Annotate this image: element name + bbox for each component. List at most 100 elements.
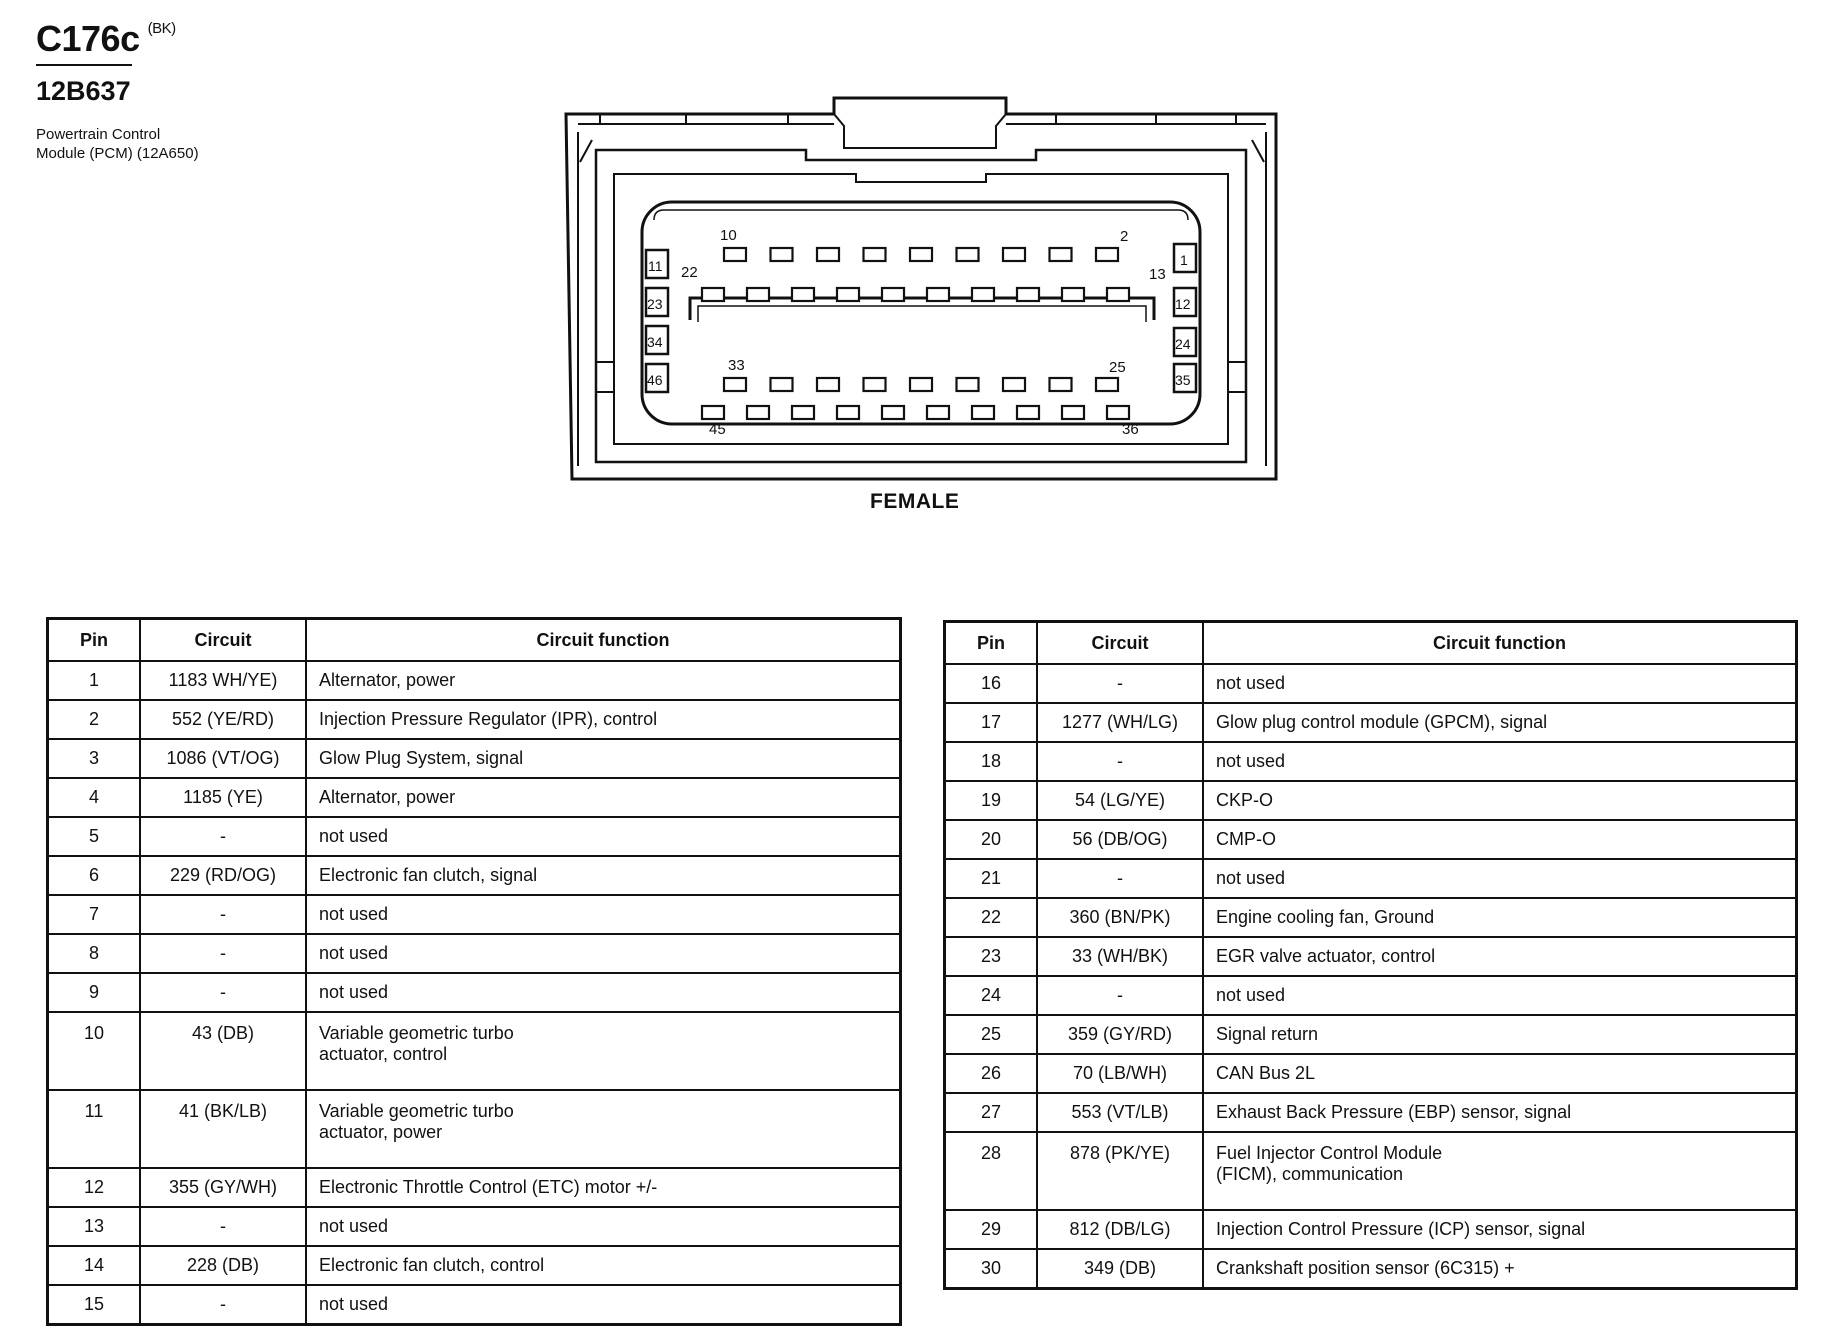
pin-socket-row2-4 bbox=[835, 286, 861, 303]
pin-cell: 16 bbox=[943, 663, 1038, 704]
pin-label-24: 24 bbox=[1175, 336, 1191, 352]
pin-cell: 12 bbox=[46, 1167, 141, 1208]
header-circuit-function: Circuit function bbox=[1202, 620, 1798, 665]
pin-cell: 18 bbox=[943, 741, 1038, 782]
pin-socket-row2-10 bbox=[1105, 286, 1131, 303]
pin-cell: 10 bbox=[46, 1011, 141, 1091]
pin-cell: 21 bbox=[943, 858, 1038, 899]
connector-header: C176c(BK) 12B637 Powertrain Control Modu… bbox=[36, 18, 199, 163]
pin-cell: 26 bbox=[943, 1053, 1038, 1094]
circuit-cell: 355 (GY/WH) bbox=[139, 1167, 307, 1208]
table-row: 15-not used bbox=[46, 1284, 902, 1326]
pin-socket-row4-10 bbox=[1105, 404, 1131, 421]
pin-socket-row3-4 bbox=[862, 376, 887, 393]
pin-label-11: 11 bbox=[648, 258, 663, 274]
table-row: 8-not used bbox=[46, 933, 902, 974]
header-divider bbox=[36, 64, 132, 66]
pin-cell: 29 bbox=[943, 1209, 1038, 1250]
pin-socket-row1-3 bbox=[815, 246, 841, 263]
pin-socket-row2-2 bbox=[745, 286, 771, 303]
function-line-2: (FICM), communication bbox=[1216, 1164, 1404, 1184]
pin-cell: 24 bbox=[943, 975, 1038, 1016]
circuit-function-cell: Crankshaft position sensor (6C315) + bbox=[1202, 1248, 1798, 1290]
pin-label-45: 45 bbox=[709, 421, 726, 438]
circuit-function-cell: Alternator, power bbox=[305, 777, 902, 818]
circuit-cell: 56 (DB/OG) bbox=[1036, 819, 1204, 860]
circuit-function-cell: Electronic fan clutch, control bbox=[305, 1245, 902, 1286]
pin-cavity bbox=[640, 200, 1202, 426]
circuit-cell: 349 (DB) bbox=[1036, 1248, 1204, 1290]
cavity-12 bbox=[1172, 286, 1198, 318]
part-number: 12B637 bbox=[36, 76, 131, 106]
circuit-function-cell: not used bbox=[305, 894, 902, 935]
circuit-cell: - bbox=[139, 894, 307, 935]
circuit-cell: - bbox=[139, 1206, 307, 1247]
circuit-function-cell: Glow Plug System, signal bbox=[305, 738, 902, 779]
circuit-function-cell: not used bbox=[1202, 741, 1798, 782]
table-row: 24-not used bbox=[943, 975, 1798, 1016]
pin-cell: 4 bbox=[46, 777, 141, 818]
pin-socket-row4-5 bbox=[880, 404, 906, 421]
pin-cell: 19 bbox=[943, 780, 1038, 821]
cavity-46 bbox=[644, 362, 670, 394]
pin-socket-row1-7 bbox=[1001, 246, 1027, 263]
circuit-cell: 812 (DB/LG) bbox=[1036, 1209, 1204, 1250]
row-divider-inner bbox=[697, 305, 1147, 322]
circuit-cell: 228 (DB) bbox=[139, 1245, 307, 1286]
housing-ticks bbox=[599, 114, 1237, 124]
circuit-function-cell: Engine cooling fan, Ground bbox=[1202, 897, 1798, 938]
pin-socket-row3-1 bbox=[722, 376, 748, 393]
circuit-function-cell: not used bbox=[305, 1206, 902, 1247]
function-line-2: actuator, power bbox=[319, 1122, 443, 1142]
table-header-row: Pin Circuit Circuit function bbox=[46, 617, 902, 662]
description-line-1: Powertrain Control bbox=[36, 126, 161, 143]
circuit-cell: 878 (PK/YE) bbox=[1036, 1131, 1204, 1211]
pin-socket-row4-1 bbox=[700, 404, 726, 421]
circuit-cell: 54 (LG/YE) bbox=[1036, 780, 1204, 821]
pin-label-10: 10 bbox=[720, 227, 737, 244]
pin-socket-row4-7 bbox=[970, 404, 996, 421]
connector-housing bbox=[564, 96, 1278, 481]
housing-inner-walls bbox=[577, 132, 1267, 466]
pin-socket-row4-2 bbox=[745, 404, 771, 421]
circuit-cell: - bbox=[1036, 741, 1204, 782]
pin-rows bbox=[700, 246, 1131, 421]
pin-socket-row1-6 bbox=[955, 246, 980, 263]
pin-cell: 23 bbox=[943, 936, 1038, 977]
circuit-function-cell: not used bbox=[1202, 663, 1798, 704]
circuit-function-cell: Electronic fan clutch, signal bbox=[305, 855, 902, 896]
circuit-function-cell: Injection Pressure Regulator (IPR), cont… bbox=[305, 699, 902, 740]
circuit-cell: - bbox=[1036, 858, 1204, 899]
header-circuit-function: Circuit function bbox=[305, 617, 902, 662]
pin-cell: 20 bbox=[943, 819, 1038, 860]
pin-socket-row3-9 bbox=[1094, 376, 1120, 393]
pin-label-12: 12 bbox=[1175, 296, 1191, 312]
circuit-function-cell: CKP-O bbox=[1202, 780, 1798, 821]
frame-steps bbox=[596, 361, 1246, 393]
circuit-cell: 1183 WH/YE) bbox=[139, 660, 307, 701]
pin-socket-row3-8 bbox=[1048, 376, 1073, 393]
function-line-1: Variable geometric turbo bbox=[319, 1101, 514, 1121]
latch-tab bbox=[833, 113, 1007, 149]
pin-cell: 30 bbox=[943, 1248, 1038, 1290]
circuit-function-cell: CAN Bus 2L bbox=[1202, 1053, 1798, 1094]
table-header-row: Pin Circuit Circuit function bbox=[943, 620, 1798, 665]
pin-cell: 2 bbox=[46, 699, 141, 740]
circuit-function-cell: not used bbox=[305, 816, 902, 857]
pin-socket-row3-7 bbox=[1001, 376, 1027, 393]
pin-socket-row1-1 bbox=[722, 246, 748, 263]
